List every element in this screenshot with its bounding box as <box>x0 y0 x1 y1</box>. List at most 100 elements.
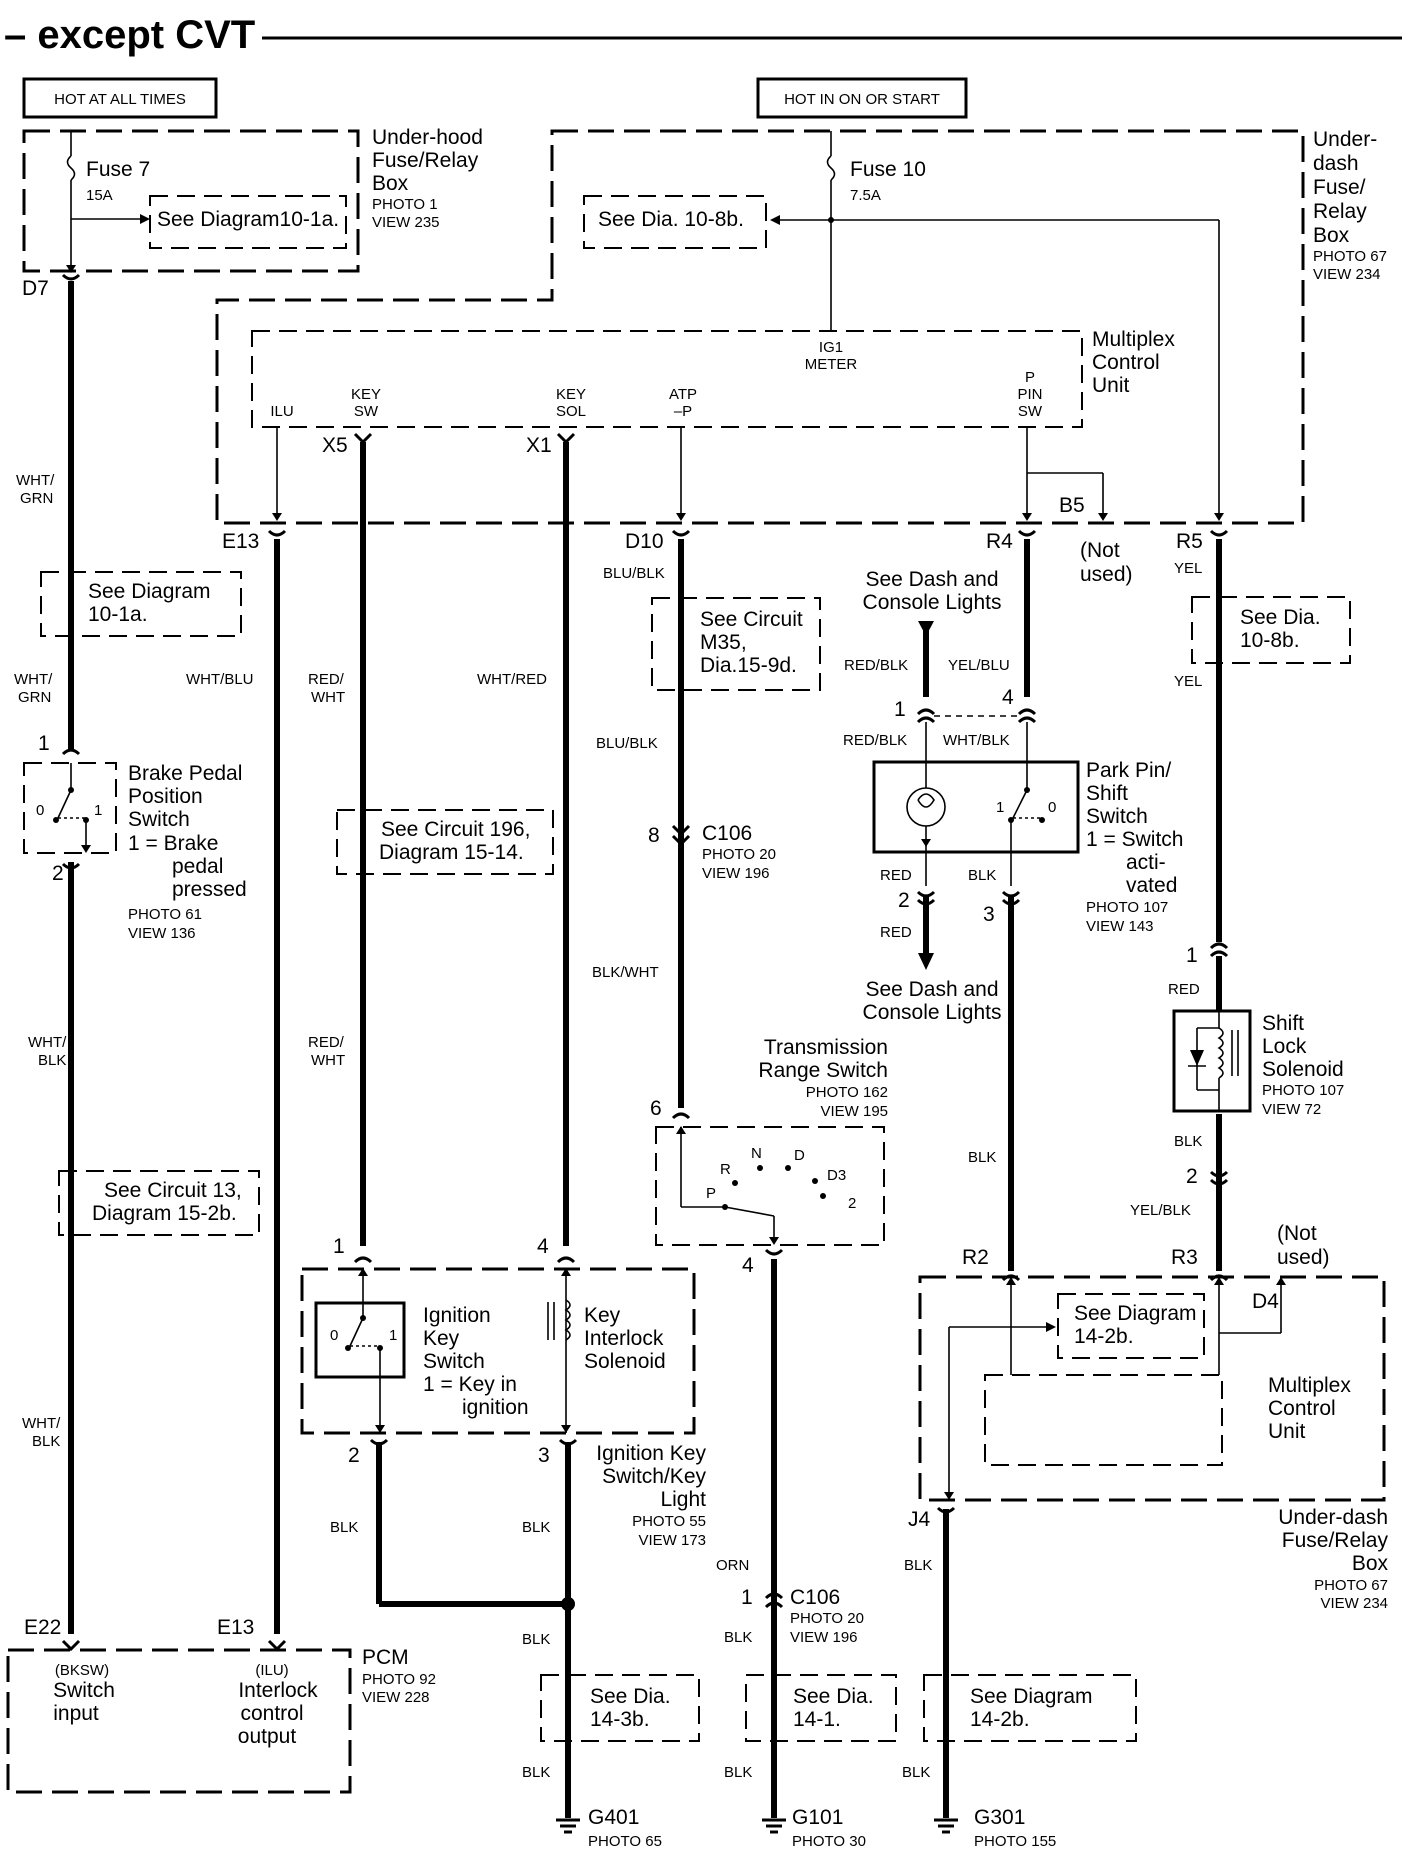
ref-circuit-196-line2[interactable]: Diagram 15-14. <box>379 841 524 864</box>
wire-label-blk-1: BLK <box>968 867 996 884</box>
svg-text:METER: METER <box>805 356 858 373</box>
svg-text:Console Lights: Console Lights <box>863 591 1002 614</box>
pcm-bksw-input: (BKSW) Switch input <box>53 1662 115 1725</box>
svg-text:SOL: SOL <box>556 403 586 420</box>
wire-label-red-wht-1: RED/ WHT <box>308 671 345 706</box>
svg-text:See Dash and: See Dash and <box>865 978 998 1001</box>
connector-c106: C106 <box>702 822 752 845</box>
pcm-box <box>6 1648 352 1794</box>
hot-in-on-or-start-label: HOT IN ON OR START <box>784 91 940 108</box>
svg-text:Solenoid: Solenoid <box>584 1350 666 1373</box>
ref-box-10-8b <box>1191 596 1351 664</box>
ref-14-2b-inner-line2[interactable]: 14-2b. <box>1074 1325 1134 1348</box>
c106b-view: VIEW 196 <box>790 1629 858 1646</box>
connector-d7: D7 <box>22 277 49 300</box>
wire-label-yel-2: YEL <box>1174 673 1202 690</box>
svg-text:Switch: Switch <box>53 1679 115 1702</box>
ref-14-1-line2[interactable]: 14-1. <box>793 1708 841 1731</box>
svg-text:Under-: Under- <box>1313 128 1377 151</box>
ref-10-1a-line2[interactable]: 10-1a. <box>88 603 148 626</box>
connector-c106b: C106 <box>790 1586 840 1609</box>
ground-g301: G301 <box>974 1806 1025 1829</box>
connector-e13: E13 <box>222 530 259 553</box>
fuse-10-rating: 7.5A <box>850 187 881 204</box>
fuse-10-ref[interactable]: See Dia. 10-8b. <box>598 208 744 231</box>
ref-m35-line3[interactable]: Dia.15-9d. <box>700 654 797 677</box>
ignition-pos-1: 1 <box>389 1327 397 1344</box>
ref-14-2b-inner-line1[interactable]: See Diagram <box>1074 1302 1197 1325</box>
svg-text:VIEW 72: VIEW 72 <box>1262 1101 1321 1118</box>
svg-text:Switch/Key: Switch/Key <box>602 1465 706 1488</box>
ref-box-14-3b <box>540 1674 700 1742</box>
svg-text:control: control <box>240 1702 303 1725</box>
fuse-7-ref[interactable]: See Diagram10-1a. <box>157 208 339 231</box>
svg-text:Box: Box <box>1352 1552 1389 1575</box>
wire-label-wht-blk: WHT/BLK <box>943 732 1010 749</box>
wire-label-red-2: RED <box>880 924 912 941</box>
shift-lock-coil <box>1217 1027 1224 1079</box>
svg-text:KEY: KEY <box>556 386 586 403</box>
multiplex-control-unit-top <box>251 330 1083 428</box>
ref-10-1a-line1[interactable]: See Diagram <box>88 580 211 603</box>
svg-text:PHOTO 55: PHOTO 55 <box>632 1513 706 1530</box>
ref-m35-line1[interactable]: See Circuit <box>700 608 803 631</box>
svg-text:Switch: Switch <box>1086 805 1148 828</box>
ignition-key-switch-assembly <box>300 1267 696 1435</box>
svg-text:WHT: WHT <box>311 689 345 706</box>
wire-label-wht-blk-1: WHT/ BLK <box>28 1034 67 1069</box>
svg-text:Lock: Lock <box>1262 1035 1307 1058</box>
svg-text:acti-: acti- <box>1126 851 1166 874</box>
wire-label-wht-blk-2: WHT/ BLK <box>22 1415 61 1450</box>
ref-14-2b-line1[interactable]: See Diagram <box>970 1685 1093 1708</box>
ref-circuit-13-line1[interactable]: See Circuit 13, <box>104 1179 242 1202</box>
c106-photo: PHOTO 20 <box>702 846 776 863</box>
svg-text:dash: dash <box>1313 152 1359 175</box>
ref-14-2b-line2[interactable]: 14-2b. <box>970 1708 1030 1731</box>
ground-g301-icon <box>934 1818 958 1834</box>
svg-text:pedal: pedal <box>172 855 223 878</box>
ref-box-circuit-13 <box>58 1170 260 1236</box>
ref-14-3b-line2[interactable]: 14-3b. <box>590 1708 650 1731</box>
park-pin-pin-4: 4 <box>1002 686 1014 709</box>
park-pin-pin-3: 3 <box>983 903 995 926</box>
ref-circuit-196-line1[interactable]: See Circuit 196, <box>381 818 530 841</box>
dash-lights-top-label: See Dash and Console Lights <box>863 568 1002 614</box>
b5-not-used-note: (Not used) <box>1080 539 1133 586</box>
svg-text:P: P <box>1025 369 1035 386</box>
svg-text:PCM: PCM <box>362 1646 409 1669</box>
trans-pos-2: 2 <box>848 1195 856 1212</box>
ref-14-3b-line1[interactable]: See Dia. <box>590 1685 671 1708</box>
d4-not-used-note: (Not used) <box>1277 1222 1330 1269</box>
svg-text:VIEW 173: VIEW 173 <box>638 1532 706 1549</box>
brake-pedal-position-switch <box>23 762 117 854</box>
svg-text:Multiplex: Multiplex <box>1268 1374 1351 1397</box>
svg-text:(Not: (Not <box>1277 1222 1317 1245</box>
ref-m35-line2[interactable]: M35, <box>700 631 747 654</box>
ref-circuit-13-line2[interactable]: Diagram 15-2b. <box>92 1202 237 1225</box>
wire-label-red-blk-1: RED/BLK <box>844 657 908 674</box>
ref-10-8b-line1[interactable]: See Dia. <box>1240 606 1321 629</box>
mcu-bottom-label: Multiplex Control Unit <box>1268 1374 1351 1443</box>
mcu-pin-labels: ILU KEY SW KEY SOL ATP –P IG1 METER P PI… <box>270 339 1043 420</box>
svg-text:Box: Box <box>372 172 409 195</box>
ground-g401-icon <box>556 1818 580 1834</box>
svg-text:See Dash and: See Dash and <box>865 568 998 591</box>
svg-text:PHOTO 107: PHOTO 107 <box>1086 899 1168 916</box>
wire-label-red-blk-2: RED/BLK <box>843 732 907 749</box>
hot-at-all-times-label: HOT AT ALL TIMES <box>54 91 186 108</box>
svg-text:VIEW 143: VIEW 143 <box>1086 918 1154 935</box>
svg-text:Shift: Shift <box>1086 782 1128 805</box>
svg-text:output: output <box>238 1725 297 1748</box>
fuse-7-symbol <box>66 155 76 181</box>
ground-g401: G401 <box>588 1806 639 1829</box>
svg-text:GRN: GRN <box>18 689 51 706</box>
svg-text:VIEW 195: VIEW 195 <box>820 1103 888 1120</box>
trans-range-label: Transmission Range Switch PHOTO 162 VIEW… <box>758 1036 888 1120</box>
ref-14-1-line1[interactable]: See Dia. <box>793 1685 874 1708</box>
ref-10-8b-line2[interactable]: 10-8b. <box>1240 629 1300 652</box>
svg-text:ATP: ATP <box>669 386 697 403</box>
c106-view: VIEW 196 <box>702 865 770 882</box>
svg-text:WHT: WHT <box>311 1052 345 1069</box>
svg-text:WHT/: WHT/ <box>14 671 53 688</box>
